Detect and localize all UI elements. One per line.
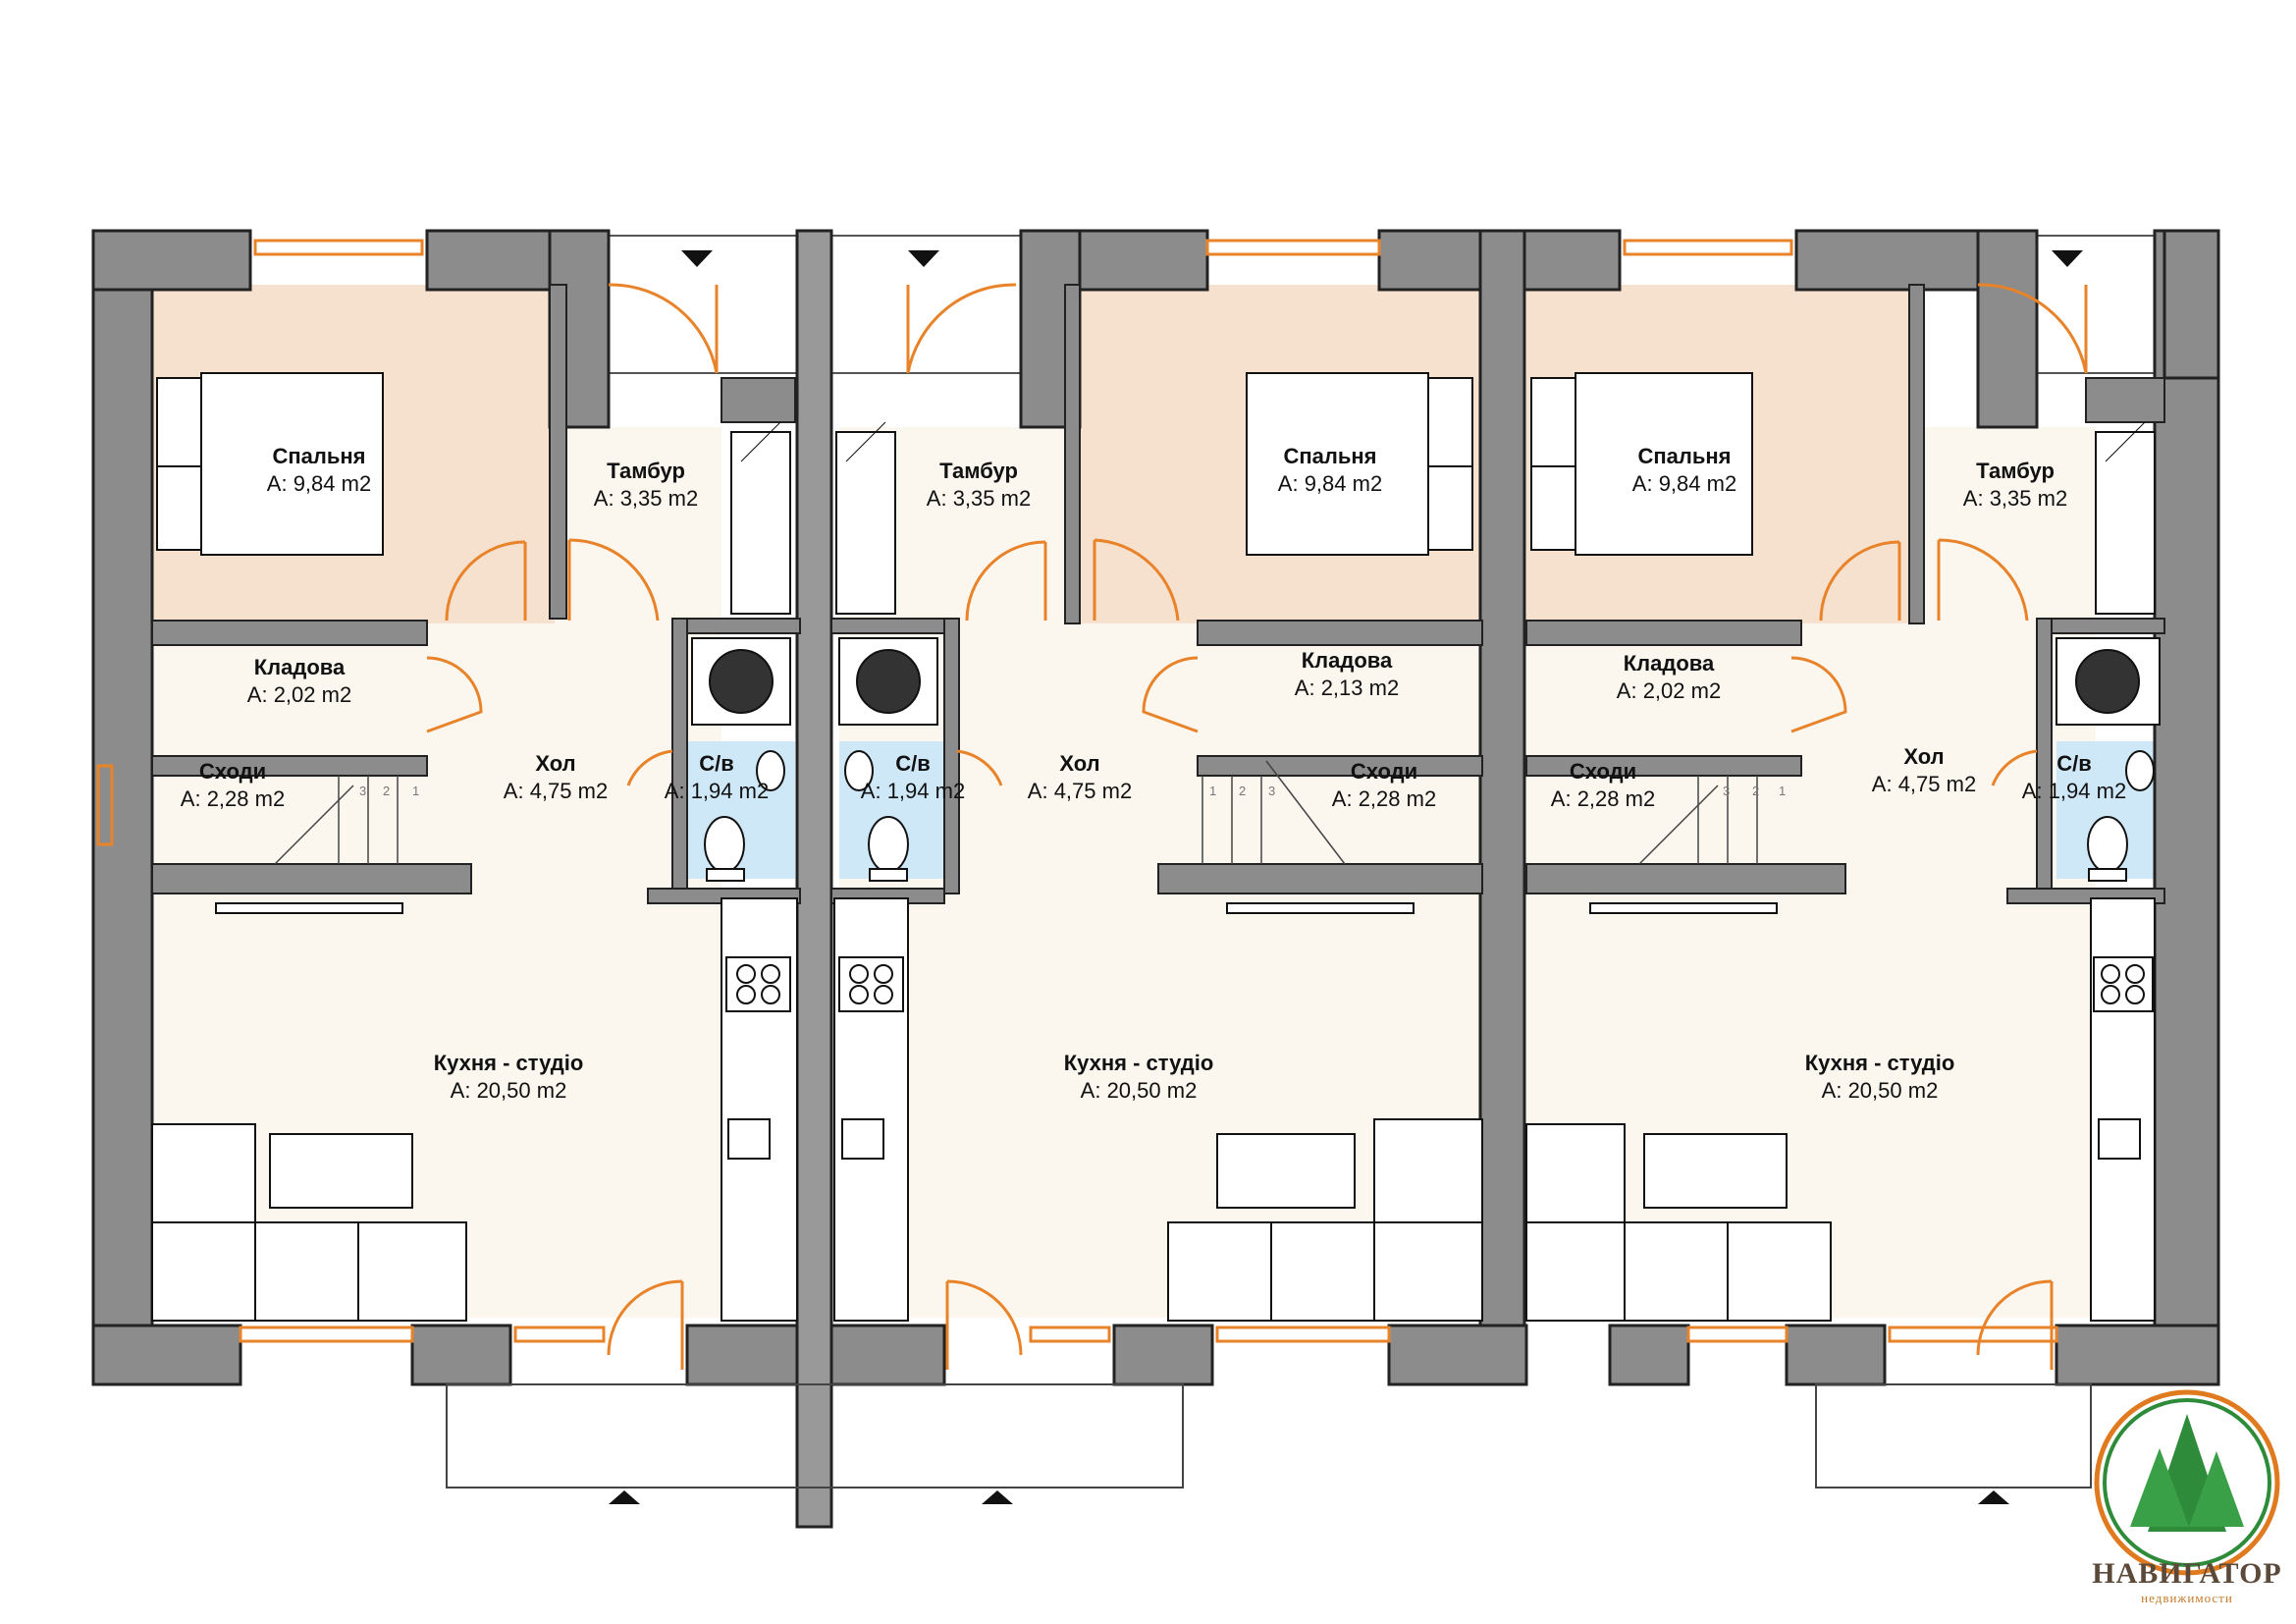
entrance-arrows [446,250,2092,1504]
room-name: Кладова [1302,648,1393,673]
bed-1 [156,372,384,556]
room-labels: Спальня A: 9,84 m2 Тамбур A: 3,35 m2 Кла… [181,444,2126,1103]
room-area: A: 3,35 m2 [594,486,698,511]
room-area: A: 2,02 m2 [1617,678,1721,703]
stair-step-1: 1 [412,784,419,798]
logo-title: НАВИГАТОР [2092,1557,2281,1590]
interior-walls [151,284,2165,904]
room-name: Тамбур [939,459,1018,483]
windows [96,239,2058,1343]
room-area: A: 9,84 m2 [267,471,371,496]
walls [91,229,2220,1529]
room-name: Сходи [199,759,266,784]
sofa-1 [151,1123,467,1322]
stair-step-3: 3 [1723,784,1730,798]
room-name: Сходи [1351,759,1417,784]
room-area: A: 2,02 m2 [247,682,351,707]
room-area: A: 20,50 m2 [1081,1078,1198,1103]
entrance-arrow-icon [2052,250,2083,267]
entrance-arrow-icon [681,250,713,267]
room-area: A: 3,35 m2 [927,486,1031,511]
bed-3 [1530,372,1753,556]
stair-step-1: 1 [1779,784,1786,798]
navigator-logo: НАВИГАТОР недвижимости [2092,1389,2281,1605]
entrance-arrow-icon [609,1490,640,1504]
sofa-2 [1167,1118,1483,1322]
shower-tray-icon [709,649,2140,714]
room-name: Кладова [1624,651,1715,676]
room-name: С/в [2056,751,2092,776]
stair-step-2: 2 [1239,784,1246,798]
room-name: Хол [535,751,575,776]
kitchen-sink-icon [727,1118,2141,1160]
tree-icon [2189,1451,2244,1527]
stair-step-3: 3 [1268,784,1275,798]
room-area: A: 2,28 m2 [1332,786,1436,811]
room-name: Хол [1059,751,1099,776]
furniture [151,372,2161,1322]
room-area: A: 1,94 m2 [665,779,769,803]
room-area: A: 20,50 m2 [451,1078,567,1103]
doors [426,283,2088,1370]
sink-icon [756,750,2155,791]
room-area: A: 3,35 m2 [1963,486,2067,511]
floors [152,235,2165,1318]
room-name: Тамбур [1976,459,2055,483]
room-name: Спальня [1283,444,1376,468]
room-name: С/в [895,751,931,776]
room-area: A: 9,84 m2 [1632,471,1736,496]
entrance-arrow-icon [908,250,939,267]
stair-step-3: 3 [359,784,366,798]
room-name: Хол [1903,744,1944,769]
bed-2 [1246,372,1473,556]
room-name: Спальня [1637,444,1731,468]
room-name: Кухня - студіо [1805,1051,1955,1075]
room-area: A: 2,13 m2 [1295,676,1399,700]
entrance-arrow-icon [1978,1490,2009,1504]
entrance-arrow-icon [982,1490,1013,1504]
sofa-3 [1525,1123,1832,1322]
room-name: Спальня [272,444,365,468]
stair-step-2: 2 [1752,784,1759,798]
stair-step-1: 1 [1209,784,1216,798]
stairs [274,760,1758,865]
toilet-icon [704,816,2128,882]
stove-icon [725,956,2154,1012]
room-area: A: 4,75 m2 [504,779,608,803]
room-area: A: 9,84 m2 [1278,471,1382,496]
stair-step-2: 2 [383,784,390,798]
room-name: Сходи [1570,759,1636,784]
room-area: A: 4,75 m2 [1028,779,1132,803]
room-area: A: 20,50 m2 [1822,1078,1939,1103]
room-name: Тамбур [607,459,685,483]
room-area: A: 1,94 m2 [2022,779,2126,803]
room-area: A: 1,94 m2 [861,779,965,803]
room-name: Кладова [254,655,346,679]
room-name: С/в [699,751,734,776]
tree-icon [2130,1448,2189,1527]
room-area: A: 4,75 m2 [1872,772,1976,796]
room-area: A: 2,28 m2 [181,786,285,811]
logo-subtitle: недвижимости [2141,1591,2233,1605]
room-area: A: 2,28 m2 [1551,786,1655,811]
stair-numbers: 3 2 1 1 2 3 3 2 1 [359,784,1786,798]
room-name: Кухня - студіо [1064,1051,1214,1075]
room-name: Кухня - студіо [434,1051,584,1075]
